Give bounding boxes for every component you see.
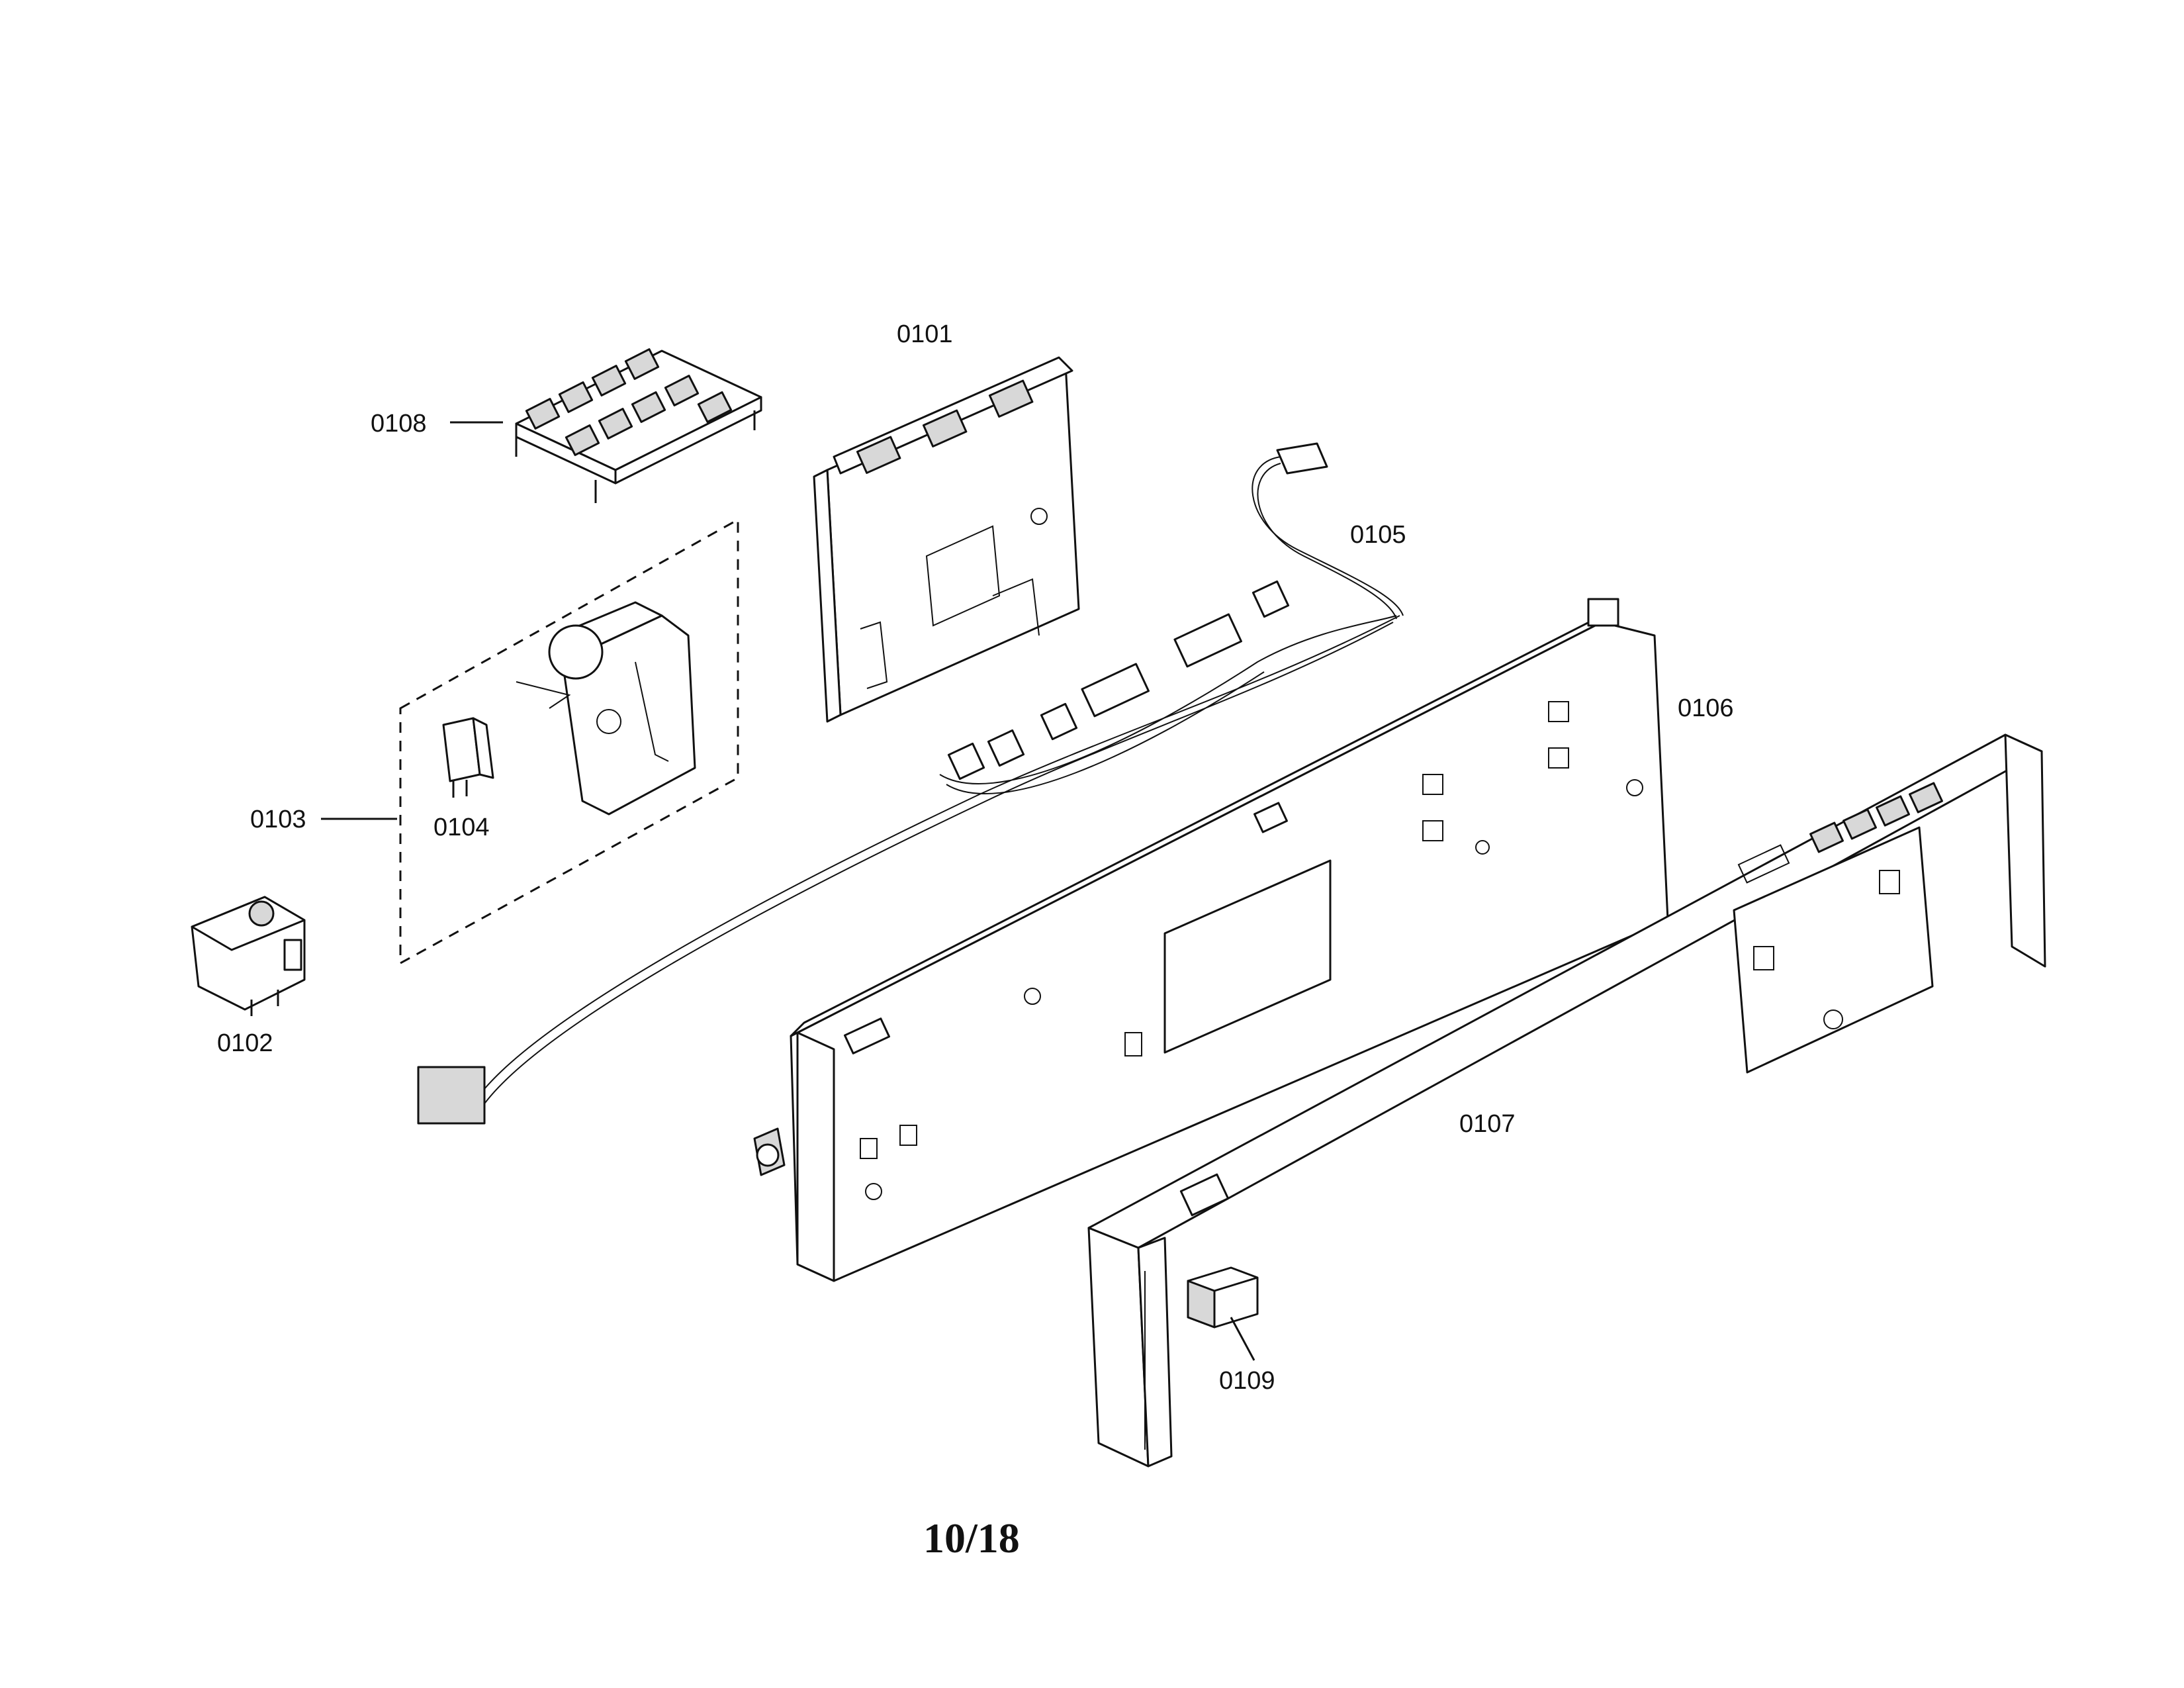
part-label-0107: 0107	[1459, 1110, 1516, 1138]
leader-line-0109	[1230, 1317, 1255, 1361]
part-label-0106: 0106	[1678, 694, 1734, 722]
door-lock-part	[516, 601, 696, 816]
switch-part-0102	[191, 896, 306, 1016]
part-label-0109: 0109	[1219, 1367, 1275, 1395]
part-label-0104: 0104	[433, 814, 490, 841]
micro-switch-part-0104	[442, 717, 494, 798]
page-number: 10/18	[923, 1515, 1020, 1562]
part-label-0105: 0105	[1350, 521, 1406, 549]
panel-trim-part-0107	[1087, 733, 2046, 1468]
wire-harness-part-0105	[417, 442, 1404, 1125]
assembly-outline-0103	[399, 518, 739, 965]
part-label-0102: 0102	[217, 1029, 273, 1057]
cap-part-0109	[1187, 1266, 1259, 1329]
keypad-part-0108	[515, 348, 762, 503]
front-frame-part-0106	[753, 598, 1669, 1282]
control-module-part-0101	[813, 356, 1080, 723]
part-label-0103: 0103	[250, 806, 306, 833]
part-label-0101: 0101	[897, 320, 953, 348]
part-label-0108: 0108	[371, 410, 427, 438]
